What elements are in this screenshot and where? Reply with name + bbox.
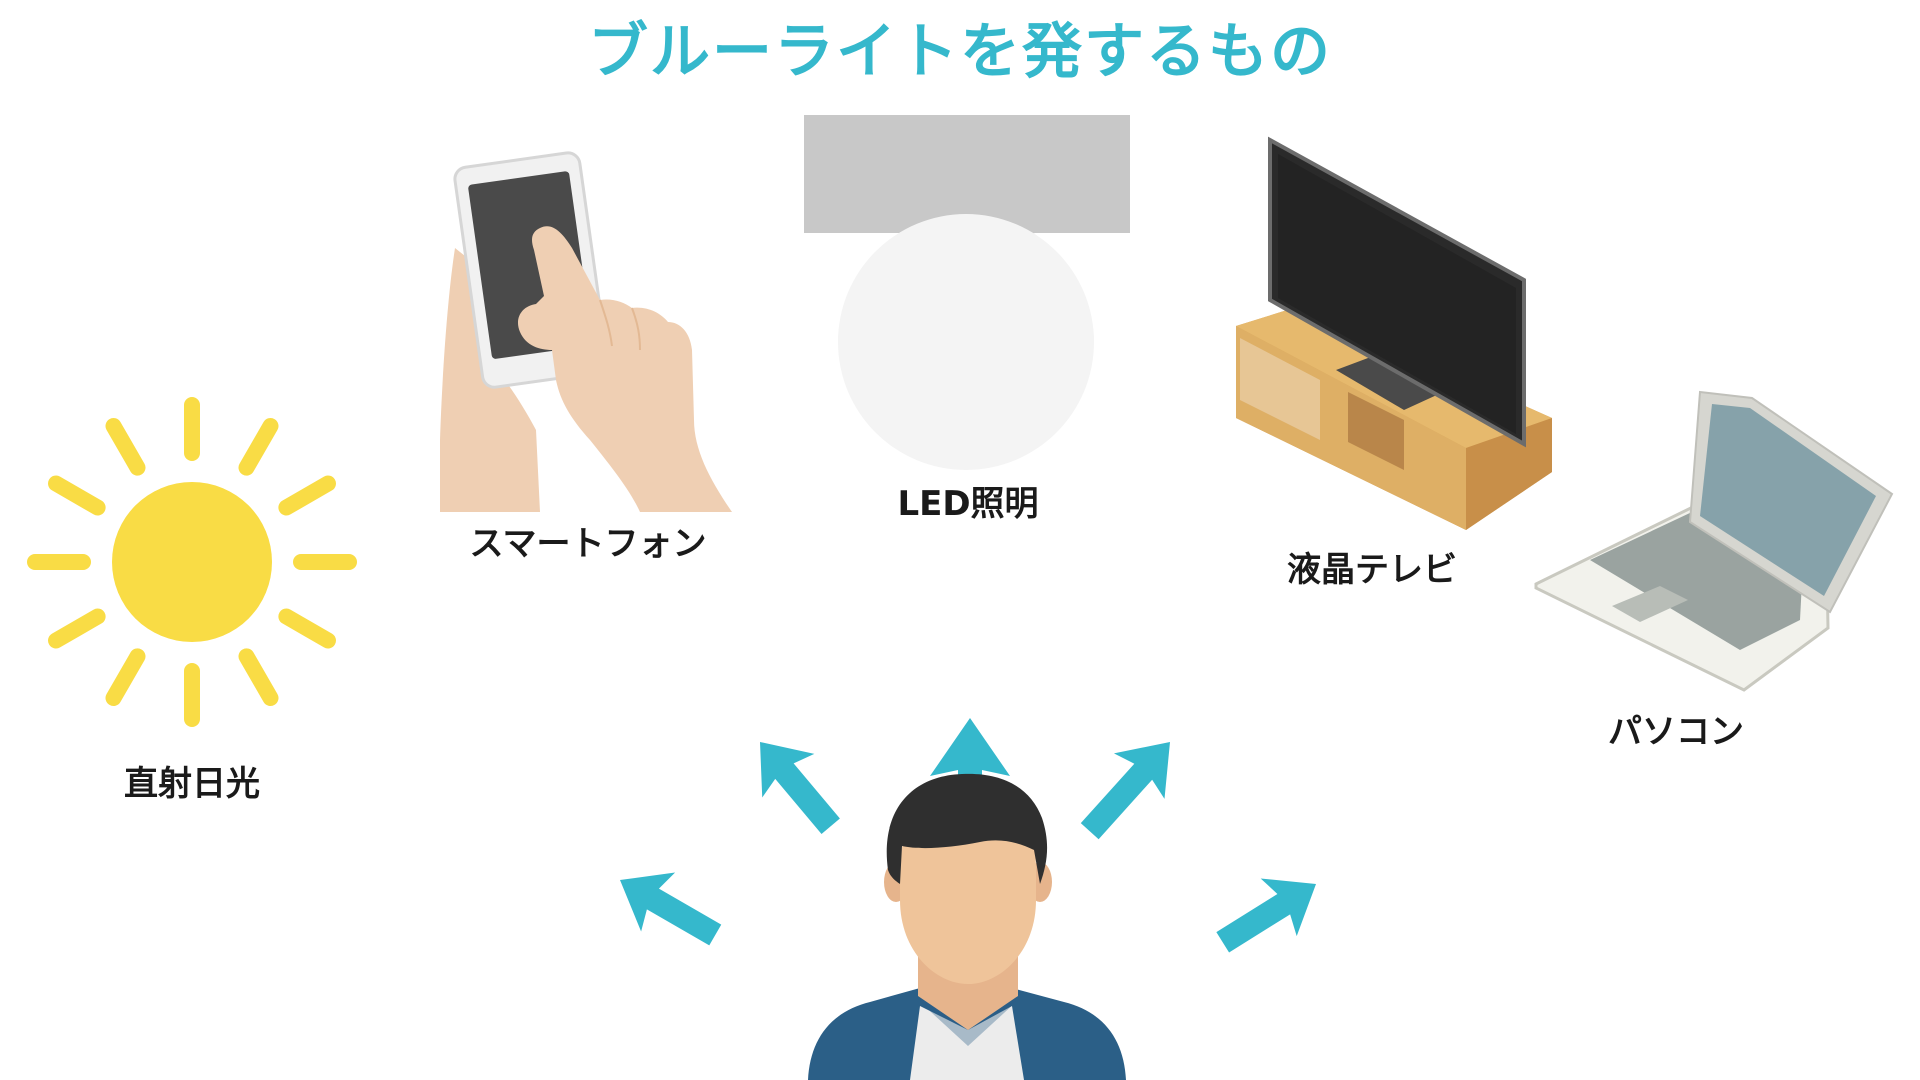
arrow-icon-pc bbox=[1216, 878, 1316, 953]
arrow-icon-smartphone bbox=[760, 742, 840, 834]
smartphone-hand-icon bbox=[440, 151, 732, 513]
label-lcd-tv: 液晶テレビ bbox=[1287, 550, 1457, 590]
sun-disc bbox=[112, 482, 272, 642]
label-pc: パソコン bbox=[1608, 712, 1744, 752]
laptop-icon bbox=[1534, 390, 1894, 692]
tv-icon bbox=[1236, 136, 1552, 530]
sun-icon bbox=[27, 397, 357, 727]
label-led-lighting: LED照明 bbox=[897, 484, 1039, 524]
person-icon bbox=[808, 773, 1126, 1080]
sun-rays bbox=[27, 397, 357, 727]
led-bulb-icon bbox=[804, 115, 1130, 470]
page-title: ブルーライトを発するもの bbox=[588, 17, 1332, 87]
arrow-icon-tv bbox=[1080, 742, 1170, 840]
label-sunlight: 直射日光 bbox=[124, 764, 260, 804]
arrow-icon-sunlight bbox=[620, 872, 722, 946]
label-smartphone: スマートフォン bbox=[469, 524, 707, 564]
